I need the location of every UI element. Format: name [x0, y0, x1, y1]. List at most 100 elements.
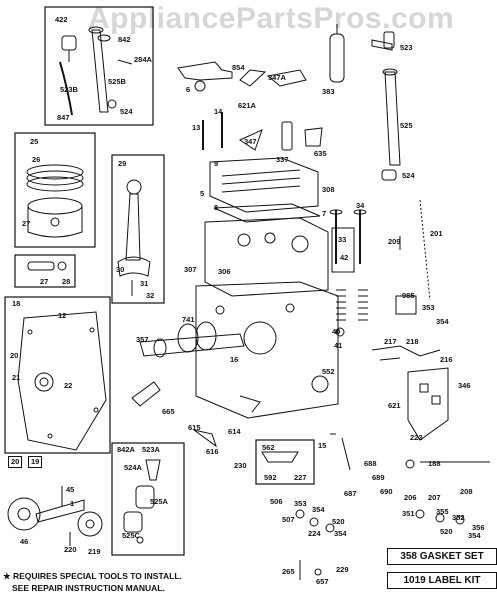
part-label: 42: [340, 253, 349, 262]
part-label: 218: [406, 337, 419, 346]
part-label: 201: [430, 229, 443, 238]
part-label: 355: [436, 507, 449, 516]
part-label: 615: [188, 423, 201, 432]
part-label: 222: [410, 433, 423, 442]
part-label: 689: [372, 473, 385, 482]
part-label: 616: [206, 447, 219, 456]
part-label: 229: [336, 565, 349, 574]
part-label: 524A: [124, 463, 142, 472]
part-label: 207: [428, 493, 441, 502]
part-label: 306: [218, 267, 231, 276]
part-label: 45: [66, 485, 75, 494]
part-label: 847: [57, 113, 70, 122]
part-label: 687: [344, 489, 357, 498]
part-label: 842: [118, 35, 131, 44]
part-label: 40: [332, 327, 341, 336]
part-label: 347: [244, 137, 257, 146]
gasket-set-box: 358 GASKET SET: [387, 548, 497, 565]
part-label: 854: [232, 63, 245, 72]
part-label: 20: [10, 351, 19, 360]
part-label: 353: [294, 499, 307, 508]
cam-gear-group: [7, 486, 103, 546]
part-label: 307: [184, 265, 197, 274]
oil-fill-group: [44, 6, 154, 126]
part-label: 422: [55, 15, 68, 24]
part-label: 523: [400, 43, 413, 52]
part-label: 209: [388, 237, 401, 246]
part-label: 690: [380, 487, 393, 496]
part-label: 16: [230, 355, 239, 364]
part-label: 346: [458, 381, 471, 390]
part-label: 520: [332, 517, 345, 526]
connecting-rod-box: [111, 154, 165, 304]
part-label: 22: [64, 381, 73, 390]
part-label: 524: [402, 171, 415, 180]
crankshaft: [139, 321, 245, 358]
part-label: 354: [468, 531, 481, 540]
part-label: 5: [200, 189, 205, 198]
part-label: 29: [118, 159, 127, 168]
part-label: 21: [12, 373, 21, 382]
part-label: 32: [146, 291, 155, 300]
breather-box: [111, 442, 185, 556]
part-label: 217: [384, 337, 397, 346]
part-label: 665: [162, 407, 175, 416]
valves-group: [329, 199, 431, 337]
part-label: 1: [70, 499, 75, 508]
part-label: 27: [40, 277, 49, 286]
part-label: 506: [270, 497, 283, 506]
dipstick-tube-group: [381, 31, 401, 181]
part-label: 13: [192, 123, 201, 132]
part-label: 383: [322, 87, 335, 96]
cylinder-block: [195, 157, 339, 419]
part-label: 224: [308, 529, 321, 538]
part-label: 635: [314, 149, 327, 158]
special-tools-note: ★ REQUIRES SPECIAL TOOLS TO INSTALL.: [3, 571, 182, 581]
part-label: 7: [322, 209, 327, 218]
part-label: 31: [140, 279, 149, 288]
part-label: 525A: [150, 497, 168, 506]
part-label: 188: [428, 459, 441, 468]
part-label: 230: [234, 461, 247, 470]
part-label: 525C: [122, 531, 140, 540]
part-label: 34: [356, 201, 365, 210]
part-label: 208: [460, 487, 473, 496]
part-label: 525B: [108, 77, 126, 86]
part-label: 265: [282, 567, 295, 576]
part-label-boxed: 19: [28, 456, 43, 468]
part-label: 741: [182, 315, 195, 324]
part-label: 354: [436, 317, 449, 326]
part-label: 592: [264, 473, 277, 482]
part-label: 8: [214, 203, 219, 212]
part-label: 25: [30, 137, 39, 146]
part-label: 354: [334, 529, 347, 538]
part-label: 220: [64, 545, 77, 554]
part-label: 219: [88, 547, 101, 556]
part-label: 614: [228, 427, 241, 436]
part-label: 26: [32, 155, 41, 164]
part-label: 507: [282, 515, 295, 524]
part-label: 352: [452, 513, 465, 522]
part-label: 354: [312, 505, 325, 514]
part-label: 562: [262, 443, 275, 452]
part-label: 520: [440, 527, 453, 536]
coil-bracket-group: [177, 24, 393, 92]
part-label: 351: [402, 509, 415, 518]
part-label: 206: [404, 493, 417, 502]
label-kit-box: 1019 LABEL KIT: [387, 572, 497, 589]
part-label: 347A: [268, 73, 286, 82]
part-label: 337: [276, 155, 289, 164]
crankcase-cover: [4, 296, 111, 454]
piston-pin-box: [14, 254, 76, 288]
part-label: 552: [322, 367, 335, 376]
part-label: 284A: [134, 55, 152, 64]
part-label: 6: [186, 85, 191, 94]
part-label: 842A: [117, 445, 135, 454]
linkage-box: [193, 429, 351, 485]
part-label: 216: [440, 355, 453, 364]
fasteners-group: [202, 112, 323, 151]
part-label: 12: [58, 311, 67, 320]
part-label: 30: [116, 265, 125, 274]
part-label: 985: [402, 291, 415, 300]
